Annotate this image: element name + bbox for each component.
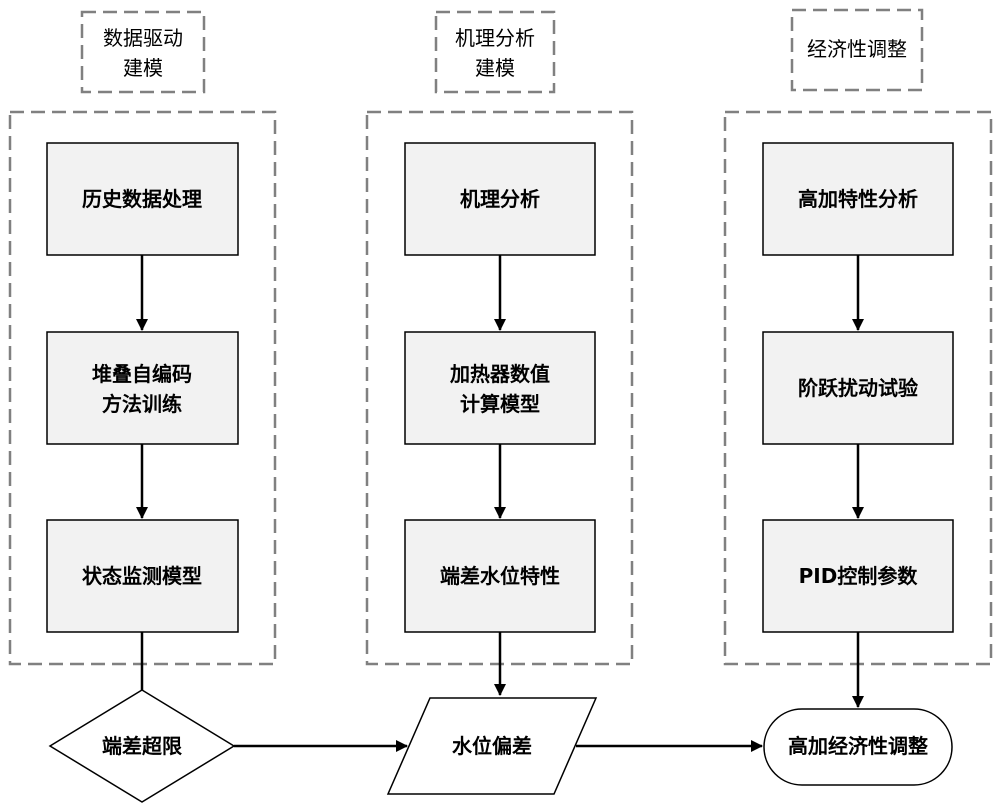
data-level-deviation-label: 水位偏差 [452,734,532,758]
box-step-disturbance [762,331,954,445]
header-mechanism-line2: 建模 [475,56,515,80]
box-pid-params-label: PID控制参数 [799,564,919,588]
box-heater-numeric-line1: 加热器数值 [449,362,550,386]
decision-diff-over-limit [48,689,236,803]
box-autoencoder-training-line2: 方法训练 [102,392,182,416]
terminal-economy-adjust [763,708,953,786]
box-step-disturbance-label: 阶跃扰动试验 [798,376,918,400]
box-history-processing-label: 历史数据处理 [82,187,202,211]
box-terminal-diff-level [404,519,596,633]
box-pid-params [762,519,954,633]
box-mechanism-analysis [404,142,596,256]
box-mechanism-analysis-label: 机理分析 [460,187,540,211]
box-heater-numeric-line2: 计算模型 [460,392,540,416]
box-autoencoder-training-line1: 堆叠自编码 [92,362,192,386]
header-data-driven-line2: 建模 [123,56,163,80]
box-heater-characteristics-label: 高加特性分析 [798,187,918,211]
box-state-monitoring-label: 状态监测模型 [82,564,202,588]
box-heater-numeric [404,331,596,445]
terminal-economy-adjust-label: 高加经济性调整 [788,734,928,758]
box-terminal-diff-level-label: 端差水位特性 [440,564,560,588]
header-frame-mechanism [434,10,556,94]
header-frame-data-driven [80,10,206,94]
box-history-processing [46,142,239,256]
decision-diff-over-limit-label: 端差超限 [102,734,182,758]
data-level-deviation [386,697,598,795]
box-autoencoder-training [46,331,239,445]
header-economy-line1: 经济性调整 [807,37,907,61]
header-frame-economy [790,8,924,92]
header-mechanism-line1: 机理分析 [455,26,535,50]
box-heater-characteristics [762,142,954,256]
header-data-driven-line1: 数据驱动 [103,26,183,50]
